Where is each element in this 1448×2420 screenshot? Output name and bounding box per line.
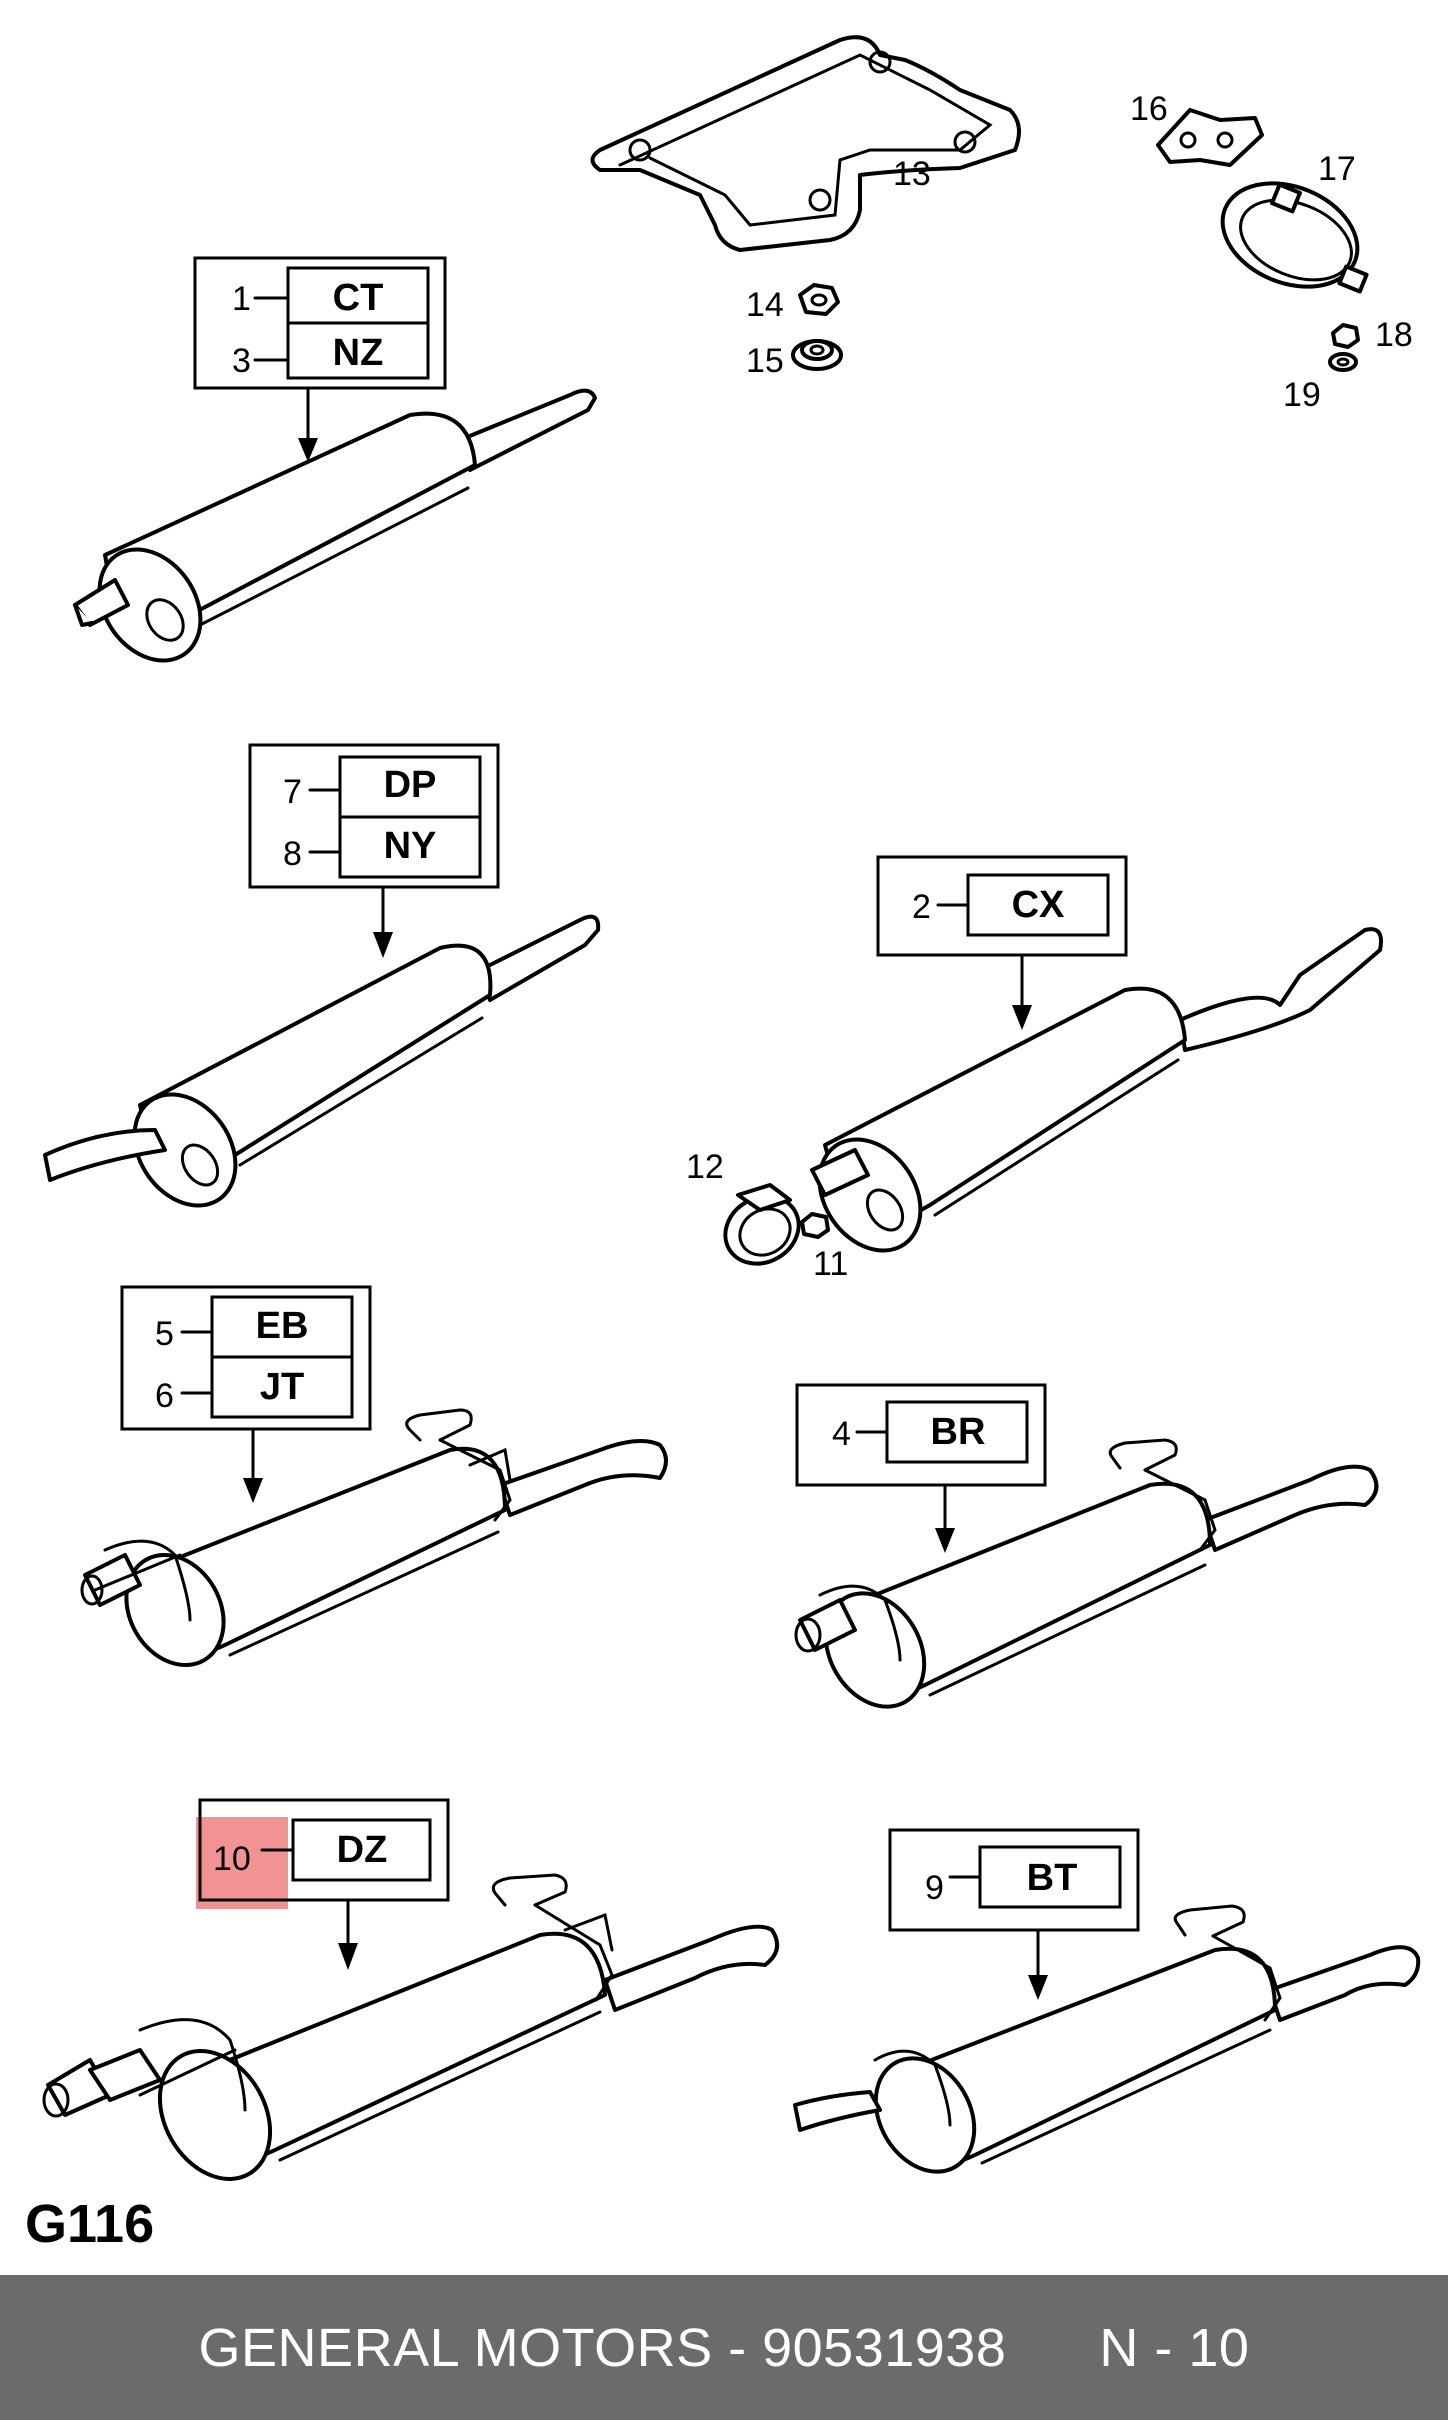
footer-text: GENERAL MOTORS - 90531938 N - 10 xyxy=(198,2317,1250,2378)
callout-box-cx xyxy=(876,855,1128,957)
arrow-1 xyxy=(298,386,318,462)
nut-part-11 xyxy=(800,1212,830,1239)
callout-number-10: 10 xyxy=(213,1840,251,1878)
arrow-9 xyxy=(1028,1928,1048,2000)
part-number-12: 12 xyxy=(686,1148,724,1186)
heat-shield-part-13 xyxy=(590,35,1021,252)
arrow-2 xyxy=(1012,953,1032,1030)
arrow-5 xyxy=(243,1427,263,1503)
highlight-part-10 xyxy=(196,1817,288,1909)
part-number-11: 11 xyxy=(813,1245,848,1283)
part-number-13: 13 xyxy=(893,155,931,193)
callout-code-eb: EB xyxy=(256,1305,309,1347)
callout-code-cx: CX xyxy=(1012,884,1065,926)
part-number-14: 14 xyxy=(746,286,784,324)
callout-box-eb-jt xyxy=(120,1285,372,1431)
part-number-16: 16 xyxy=(1130,90,1168,128)
callout-code-ct: CT xyxy=(333,277,384,319)
callout-number-1: 1 xyxy=(232,280,251,318)
callout-number-5: 5 xyxy=(155,1315,174,1353)
callout-code-nz: NZ xyxy=(333,332,384,374)
callout-code-jt: JT xyxy=(260,1366,304,1408)
callout-box-dz xyxy=(198,1798,450,1902)
part-number-15: 15 xyxy=(746,342,784,380)
part-number-18: 18 xyxy=(1375,316,1413,354)
callout-number-7: 7 xyxy=(283,773,302,811)
muffler-dp-ny xyxy=(43,914,601,1208)
muffler-ct-nz xyxy=(73,388,597,663)
callout-number-2: 2 xyxy=(912,888,931,926)
rubber-mount-part-16 xyxy=(1156,108,1264,167)
callout-box-ct-nz xyxy=(193,256,447,390)
muffler-eb-jt xyxy=(80,1408,668,1668)
callout-code-dz: DZ xyxy=(337,1829,388,1871)
part-number-19: 19 xyxy=(1283,376,1321,414)
callout-box-br xyxy=(795,1383,1047,1487)
group-label: G116 xyxy=(25,2194,154,2254)
muffler-dz xyxy=(42,1873,780,2181)
muffler-br xyxy=(794,1438,1379,1709)
callout-number-3: 3 xyxy=(232,342,251,380)
callout-number-9: 9 xyxy=(925,1869,944,1907)
callout-number-6: 6 xyxy=(155,1377,174,1415)
muffler-bt xyxy=(793,1904,1421,2174)
callout-code-bt: BT xyxy=(1027,1857,1078,1899)
callout-box-bt xyxy=(888,1828,1140,1932)
arrow-10 xyxy=(338,1898,358,1970)
flange-nut-part-15 xyxy=(791,339,843,371)
callout-code-ny: NY xyxy=(384,825,437,867)
nut-part-14 xyxy=(798,283,840,316)
callout-number-4: 4 xyxy=(832,1415,851,1453)
muffler-cx xyxy=(810,927,1383,1253)
arrow-4 xyxy=(935,1483,955,1553)
clamp-band-part-17 xyxy=(1220,181,1369,294)
callout-code-br: BR xyxy=(931,1411,986,1453)
callout-number-8: 8 xyxy=(283,835,302,873)
nut-part-18 xyxy=(1331,323,1360,349)
washer-part-19 xyxy=(1328,352,1358,372)
arrow-7 xyxy=(373,885,393,958)
callout-code-dp: DP xyxy=(384,764,437,806)
footer-bar: GENERAL MOTORS - 90531938 N - 10 xyxy=(0,2275,1448,2420)
callout-box-dp-ny xyxy=(248,743,500,889)
hose-clamp-part-12 xyxy=(723,1183,801,1266)
parts-diagram: 13 14 15 16 17 18 19 1 xyxy=(25,35,1421,2254)
part-number-17: 17 xyxy=(1318,150,1356,188)
